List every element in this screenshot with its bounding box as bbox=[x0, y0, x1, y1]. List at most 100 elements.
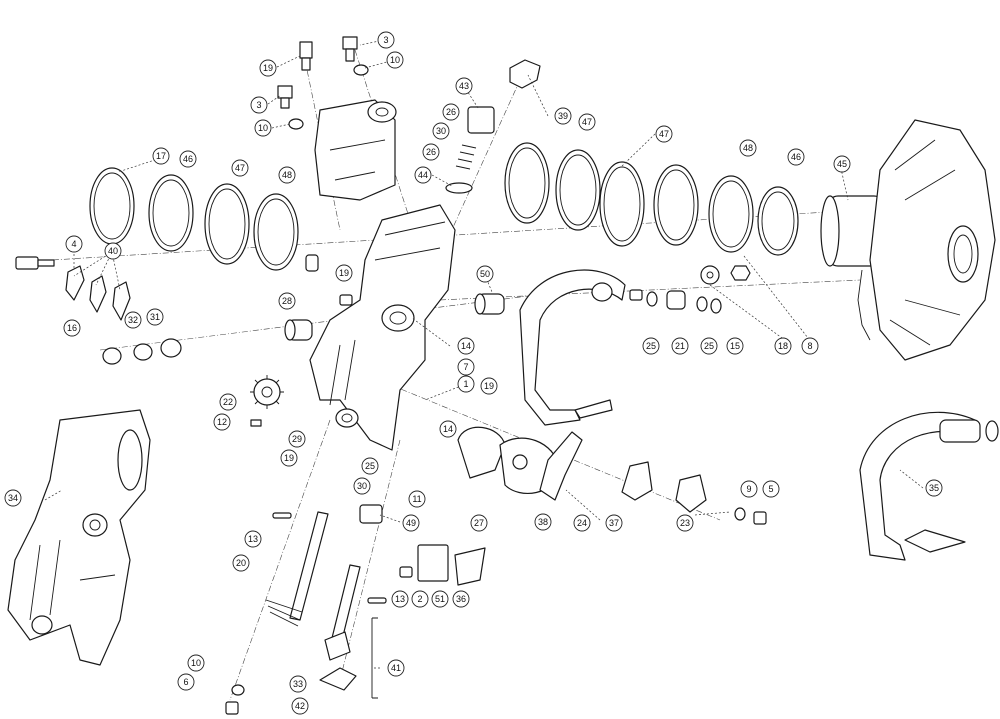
svg-text:21: 21 bbox=[675, 341, 685, 351]
callout-1: 1 bbox=[457, 375, 475, 393]
callout-47: 47 bbox=[578, 113, 596, 131]
svg-text:19: 19 bbox=[263, 63, 273, 73]
svg-text:5: 5 bbox=[768, 484, 773, 494]
svg-text:3: 3 bbox=[383, 35, 388, 45]
svg-text:48: 48 bbox=[743, 143, 753, 153]
callout-15: 15 bbox=[726, 337, 744, 355]
callout-21: 21 bbox=[671, 337, 689, 355]
svg-text:10: 10 bbox=[191, 658, 201, 668]
svg-text:24: 24 bbox=[577, 518, 587, 528]
callout-25: 25 bbox=[700, 337, 718, 355]
callout-29: 29 bbox=[288, 430, 306, 448]
lower-shafts bbox=[225, 511, 361, 715]
svg-text:30: 30 bbox=[436, 126, 446, 136]
callout-34: 34 bbox=[4, 489, 22, 507]
callout-27: 27 bbox=[470, 514, 488, 532]
callout-16: 16 bbox=[63, 319, 81, 337]
callout-14: 14 bbox=[457, 337, 475, 355]
lever-assembly-35 bbox=[859, 411, 999, 561]
svg-text:47: 47 bbox=[659, 129, 669, 139]
callout-6: 6 bbox=[177, 673, 195, 691]
callout-22: 22 bbox=[219, 393, 237, 411]
callout-24: 24 bbox=[573, 514, 591, 532]
seal-rings-right bbox=[504, 142, 799, 256]
svg-text:30: 30 bbox=[357, 481, 367, 491]
svg-text:25: 25 bbox=[704, 341, 714, 351]
svg-text:25: 25 bbox=[365, 461, 375, 471]
callout-19: 19 bbox=[335, 264, 353, 282]
gear-hub-45 bbox=[820, 119, 996, 361]
svg-text:44: 44 bbox=[418, 170, 428, 180]
callout-9: 9 bbox=[740, 480, 758, 498]
svg-text:33: 33 bbox=[293, 679, 303, 689]
svg-text:37: 37 bbox=[609, 518, 619, 528]
svg-text:41: 41 bbox=[391, 663, 401, 673]
svg-text:1: 1 bbox=[463, 379, 468, 389]
valve-stack bbox=[445, 59, 541, 194]
svg-text:12: 12 bbox=[217, 417, 227, 427]
svg-text:46: 46 bbox=[183, 154, 193, 164]
svg-text:27: 27 bbox=[474, 518, 484, 528]
callout-25: 25 bbox=[361, 457, 379, 475]
svg-text:3: 3 bbox=[256, 100, 261, 110]
callout-25: 25 bbox=[642, 337, 660, 355]
callout-8: 8 bbox=[801, 337, 819, 355]
callout-40: 40 bbox=[104, 242, 122, 260]
callout-49: 49 bbox=[402, 514, 420, 532]
svg-text:13: 13 bbox=[248, 534, 258, 544]
svg-text:26: 26 bbox=[446, 107, 456, 117]
callout-51: 51 bbox=[431, 590, 449, 608]
callout-23: 23 bbox=[676, 514, 694, 532]
callout-31: 31 bbox=[146, 308, 164, 326]
svg-text:40: 40 bbox=[108, 246, 118, 256]
svg-text:42: 42 bbox=[295, 701, 305, 711]
callout-14: 14 bbox=[439, 420, 457, 438]
svg-text:14: 14 bbox=[443, 424, 453, 434]
svg-text:23: 23 bbox=[680, 518, 690, 528]
svg-text:7: 7 bbox=[463, 362, 468, 372]
callout-12: 12 bbox=[213, 413, 231, 431]
callout-36: 36 bbox=[452, 590, 470, 608]
svg-text:51: 51 bbox=[435, 594, 445, 604]
callout-46: 46 bbox=[179, 150, 197, 168]
svg-text:13: 13 bbox=[395, 594, 405, 604]
callout-3: 3 bbox=[377, 31, 395, 49]
svg-text:9: 9 bbox=[746, 484, 751, 494]
callout-13: 13 bbox=[391, 590, 409, 608]
callout-19: 19 bbox=[480, 377, 498, 395]
svg-text:50: 50 bbox=[480, 269, 490, 279]
svg-text:6: 6 bbox=[183, 677, 188, 687]
callout-39: 39 bbox=[554, 107, 572, 125]
callout-33: 33 bbox=[289, 675, 307, 693]
svg-text:45: 45 bbox=[837, 159, 847, 169]
callout-47: 47 bbox=[231, 159, 249, 177]
svg-text:26: 26 bbox=[426, 147, 436, 157]
svg-text:25: 25 bbox=[646, 341, 656, 351]
small-parts-bottom bbox=[272, 504, 486, 699]
svg-text:22: 22 bbox=[223, 397, 233, 407]
callout-10: 10 bbox=[254, 119, 272, 137]
left-housing-34 bbox=[7, 409, 151, 666]
callout-10: 10 bbox=[187, 654, 205, 672]
svg-text:2: 2 bbox=[417, 594, 422, 604]
svg-text:17: 17 bbox=[156, 151, 166, 161]
callout-45: 45 bbox=[833, 155, 851, 173]
svg-text:35: 35 bbox=[929, 483, 939, 493]
bushing-50 bbox=[474, 293, 505, 315]
svg-text:46: 46 bbox=[791, 152, 801, 162]
svg-text:32: 32 bbox=[128, 315, 138, 325]
svg-text:48: 48 bbox=[282, 170, 292, 180]
svg-text:15: 15 bbox=[730, 341, 740, 351]
seal-rings-left bbox=[89, 167, 299, 271]
svg-text:38: 38 bbox=[538, 517, 548, 527]
svg-text:36: 36 bbox=[456, 594, 466, 604]
svg-text:20: 20 bbox=[236, 558, 246, 568]
callout-20: 20 bbox=[232, 554, 250, 572]
lever-arm bbox=[519, 269, 626, 426]
main-housing bbox=[309, 204, 456, 451]
svg-text:4: 4 bbox=[71, 239, 76, 249]
svg-text:11: 11 bbox=[412, 494, 421, 504]
callout-32: 32 bbox=[124, 311, 142, 329]
callout-30: 30 bbox=[432, 122, 450, 140]
